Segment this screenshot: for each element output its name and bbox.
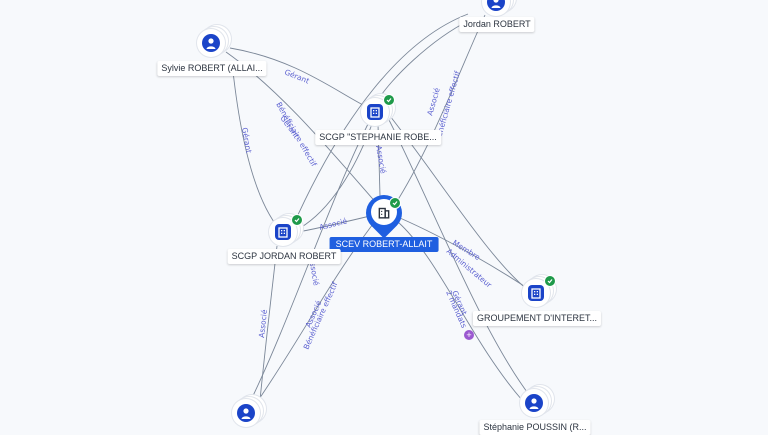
node-label: Stéphanie POUSSIN (R...	[479, 420, 591, 435]
person-icon	[525, 394, 543, 412]
node-sylvie-robert[interactable]	[197, 25, 231, 59]
node-label-selected: SCEV ROBERT-ALLAIT	[329, 237, 439, 252]
verified-icon	[389, 197, 401, 209]
person-icon	[202, 34, 220, 52]
expand-mandates-icon[interactable]: +	[464, 330, 474, 340]
person-icon	[237, 404, 255, 422]
verified-icon	[383, 94, 395, 106]
node-person-bottom-left[interactable]	[232, 395, 266, 429]
edge-scev-groupement	[399, 217, 531, 291]
edge-label: Bénéficiaire effectif	[274, 101, 318, 169]
edge-sylvie-scgp-jordan	[231, 61, 281, 231]
node-label: SCGP "STEPHANIE ROBE...	[315, 130, 441, 145]
edge-label: Associé	[374, 145, 388, 175]
node-groupement[interactable]	[522, 275, 556, 309]
edge-jordan-scgp-jordan	[291, 13, 469, 229]
node-label: GROUPEMENT D'INTERET...	[472, 311, 602, 326]
building-icon	[367, 104, 383, 120]
node-label: Sylvie ROBERT (ALLAI...	[157, 61, 267, 76]
node-jordan-robert[interactable]	[482, 0, 516, 18]
edge-jordan-scev	[393, 14, 486, 207]
verified-icon	[291, 214, 303, 226]
edge-sylvie-scgp-stephanie	[229, 47, 374, 111]
node-label: Jordan ROBERT	[459, 17, 535, 32]
building-icon	[275, 224, 291, 240]
building-icon	[528, 285, 544, 301]
node-label: SCGP JORDAN ROBERT	[227, 249, 341, 264]
node-scgp-stephanie[interactable]	[361, 94, 395, 128]
edge-scgp-stephanie-poussin	[387, 117, 531, 397]
edge-label: Gérant	[283, 68, 310, 86]
edge-jordan-scgp-stephanie	[377, 19, 471, 101]
verified-icon	[544, 275, 556, 287]
edge-label: Gérant	[240, 127, 253, 154]
edge-label: Associé	[425, 86, 442, 116]
edge-label: Associé	[318, 216, 348, 232]
building-icon	[378, 207, 390, 219]
person-icon	[487, 0, 505, 11]
node-stephanie-poussin[interactable]	[520, 385, 554, 419]
edge-scgp-jordan-scev	[297, 215, 371, 233]
node-scgp-jordan[interactable]	[269, 214, 303, 248]
edge-label: Associé	[257, 309, 269, 339]
